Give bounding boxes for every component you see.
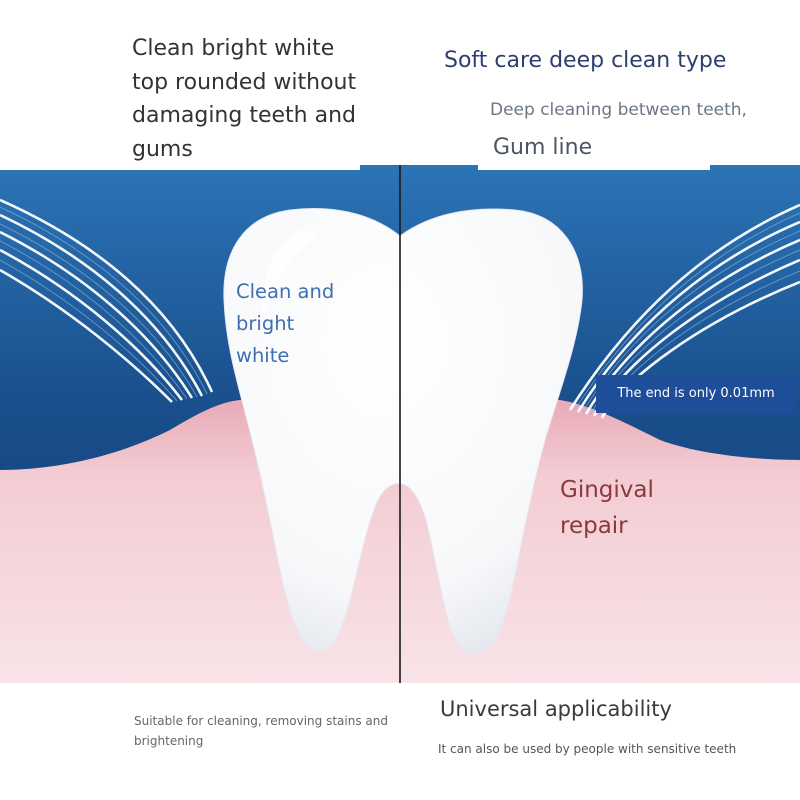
description-line: Suitable for cleaning, removing stains a…: [134, 714, 388, 728]
description-line: damaging teeth and: [132, 103, 356, 128]
label-line: Clean and: [236, 280, 335, 303]
bottom-left-description: Suitable for cleaning, removing stains a…: [134, 711, 404, 751]
gingival-repair-label: Gingival repair: [560, 472, 654, 544]
description-line: brightening: [134, 734, 204, 748]
left-bristles: [0, 198, 214, 403]
feature-subtitle: Deep cleaning between teeth,: [490, 100, 747, 120]
bristle-end-badge: The end is only 0.01mm: [596, 375, 796, 413]
feature-title: Soft care deep clean type: [444, 48, 727, 73]
tooth: [223, 207, 583, 655]
clean-bright-white-label: Clean and bright white: [236, 276, 334, 372]
description-line: top rounded without: [132, 69, 357, 95]
label-line: white: [236, 344, 290, 367]
bottom-background: [0, 683, 800, 800]
description-line: Clean bright white: [132, 36, 335, 61]
gum-line-label: Gum line: [493, 135, 593, 160]
label-line: bright: [236, 312, 295, 335]
label-line: repair: [560, 513, 628, 539]
description-line: gums: [132, 136, 193, 162]
universal-subtitle: It can also be used by people with sensi…: [438, 742, 737, 756]
top-left-mask: [0, 150, 360, 170]
universal-title: Universal applicability: [440, 697, 672, 721]
label-line: Gingival: [560, 477, 654, 503]
top-right-mask: [478, 150, 710, 170]
top-left-description: Clean bright white top rounded without d…: [132, 32, 392, 166]
